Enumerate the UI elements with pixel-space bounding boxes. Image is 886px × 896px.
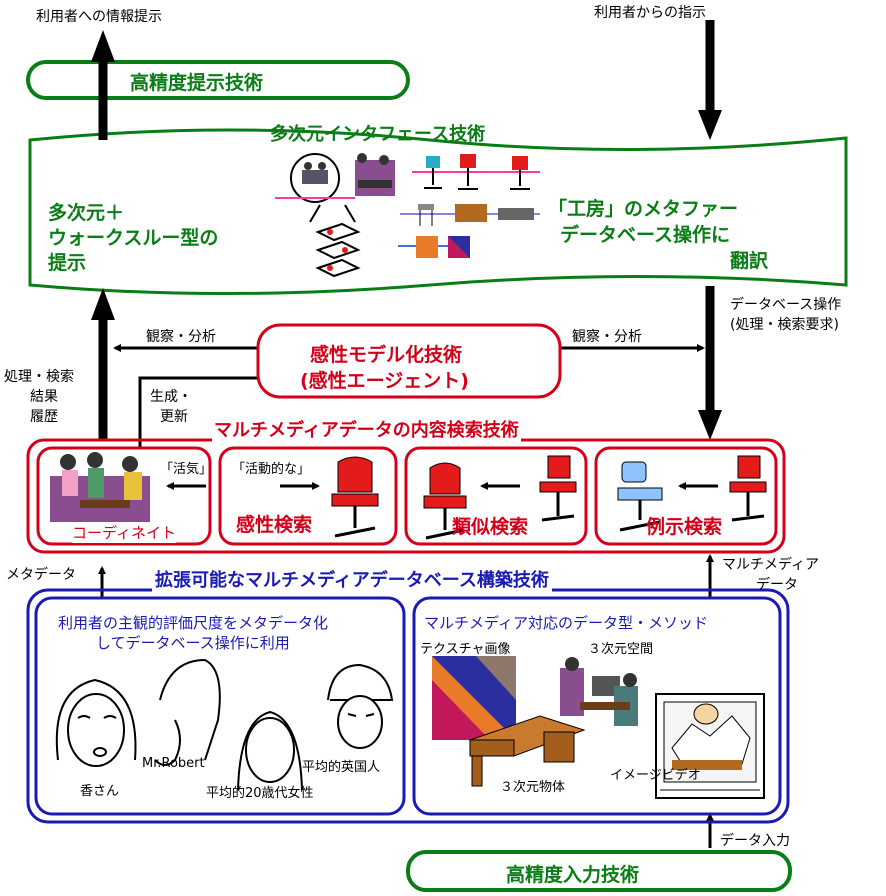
db-left-line1: 利用者の主観的評価尺度をメタデータ化 — [58, 614, 329, 632]
agent-box — [256, 323, 562, 399]
ruiji-search-label: 類似検索 — [452, 516, 529, 538]
interface-title: 多次元インタフェース技術 — [270, 124, 486, 145]
chair-red-3 — [539, 455, 577, 522]
mm-data-label-1: マルチメディア — [722, 557, 820, 573]
arrow-head-up-top — [91, 30, 115, 62]
metadata-label: メタデータ — [6, 567, 76, 583]
db-tech-title: 拡張可能なマルチメディアデータベース構築技術 — [152, 566, 552, 592]
instruction-from-user-label: 利用者からの指示 — [594, 5, 706, 21]
interface-left-line2: ウォークスルー型の — [48, 227, 219, 249]
kassei-quote: 「活気」 — [160, 462, 213, 477]
search-tech-title: マルチメディアデータの内容検索技術 — [212, 416, 521, 442]
metaphor-illustration — [398, 154, 540, 258]
interface-right-line3: 翻訳 — [730, 250, 769, 272]
observe-analyze-right: 観察・分析 — [572, 329, 642, 345]
observe-analyze-left: 観察・分析 — [146, 329, 216, 345]
gen-update-label-2: 更新 — [160, 409, 188, 425]
texture-label: テクスチャ画像 — [420, 642, 511, 657]
arrow-head-up-mid — [91, 288, 115, 320]
texture-illustration — [432, 656, 516, 740]
output-tech-box — [26, 60, 410, 100]
agent-subtitle: (感性エージェント) — [300, 370, 469, 392]
chair-blue — [617, 461, 663, 532]
data-input-label: データ入力 — [720, 833, 790, 849]
chair-red-4 — [729, 455, 767, 522]
reiji-search-label: 例示検索 — [646, 516, 723, 538]
katsudou-quote: 「活動的な」 — [232, 462, 311, 477]
portraits-illustration — [55, 658, 394, 791]
history-label-2: 結果 — [30, 389, 58, 405]
input-tech-box — [406, 850, 792, 892]
kaori-label: 香さん — [80, 784, 120, 799]
object3d-illustration — [468, 715, 586, 787]
interface-right-line2: データベース操作に — [560, 224, 731, 246]
input-tech-title: 高精度入力技術 — [506, 864, 640, 886]
mm-data-label-2: データ — [756, 577, 798, 593]
interface-right-line1: 「工房」のメタファー — [548, 198, 739, 220]
walkthrough-illustration — [275, 153, 395, 278]
avg-british-label: 平均的英国人 — [302, 760, 381, 775]
history-label-3: 履歴 — [30, 409, 58, 425]
history-label-1: 処理・検索 — [4, 369, 74, 385]
db-left-line2: してデータベース操作に利用 — [96, 634, 290, 652]
output-tech-title: 高精度提示技術 — [130, 72, 264, 94]
interface-left-line1: 多次元＋ — [48, 202, 125, 224]
gen-update-label-1: 生成・ — [150, 389, 192, 405]
image-video-label: イメージビデオ — [610, 768, 701, 783]
kansei-search-label: 感性検索 — [236, 514, 313, 536]
chair-red-1 — [331, 456, 379, 538]
db-right-title: マルチメディア対応のデータ型・メソッド — [424, 614, 708, 632]
object3d-label: ３次元物体 — [500, 780, 566, 795]
info-to-user-label: 利用者への情報提示 — [36, 9, 162, 25]
agent-title: 感性モデル化技術 — [310, 344, 463, 366]
interface-left-line3: 提示 — [48, 252, 87, 274]
avg-20s-woman-label: 平均的20歳代女性 — [206, 786, 314, 801]
space3d-label: ３次元空間 — [588, 642, 654, 657]
image-video-illustration — [655, 693, 765, 799]
coordinate-illustration — [50, 452, 150, 522]
arrow-head-down-top — [698, 110, 722, 140]
db-operation-label: データベース操作 — [730, 297, 842, 313]
interface-box — [28, 128, 848, 295]
mr-robert-label: Mr.Robert — [142, 756, 205, 771]
arrow-head-down-mid — [698, 410, 722, 440]
db-operation-sub-label: (処理・検索要求) — [730, 317, 839, 333]
chair-red-2 — [423, 462, 467, 540]
space3d-illustration — [560, 657, 638, 726]
coordinate-label: コーディネイト — [72, 522, 176, 543]
